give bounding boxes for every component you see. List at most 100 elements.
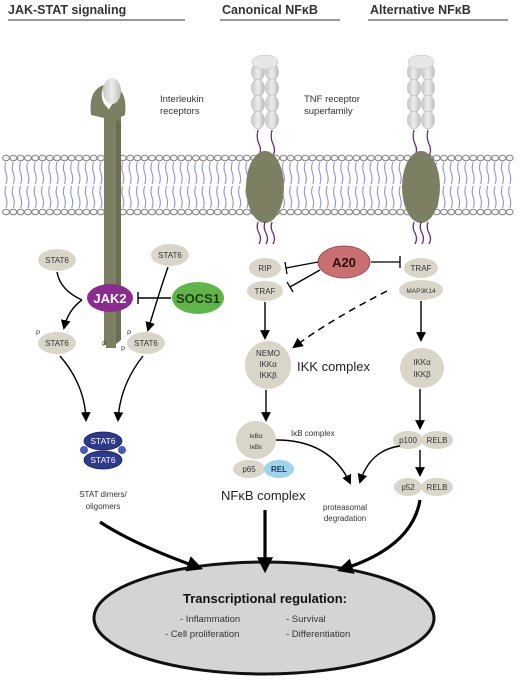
lipid-tail xyxy=(376,185,380,209)
tnfr-extracellular-domain xyxy=(265,94,279,114)
lipid-tail xyxy=(442,185,446,209)
lipid-tail xyxy=(398,161,402,185)
lipid-tail xyxy=(493,161,497,185)
lipid-head xyxy=(374,208,383,216)
tnfr-extracellular-domain xyxy=(265,110,279,130)
lipid-head xyxy=(97,154,105,162)
lipid-head xyxy=(221,208,229,216)
lipid-tail xyxy=(70,161,74,185)
arrow-p100-to-degradation xyxy=(357,445,401,484)
p65-node xyxy=(233,460,265,478)
lipid-head xyxy=(67,208,76,216)
stat-dimer-label-1: STAT dimers/ xyxy=(79,490,127,499)
lipid-tail xyxy=(194,161,198,185)
arrow-ikb-to-degradation xyxy=(275,439,352,485)
lipid-head xyxy=(447,208,456,216)
lipid-tail xyxy=(33,185,37,209)
stat-dimer-bottom-label: STAT6 xyxy=(90,455,115,465)
lipid-head xyxy=(389,154,397,162)
lipid-head xyxy=(308,208,317,216)
lipid-head xyxy=(162,208,171,216)
stat-dimer-p-right xyxy=(118,446,126,454)
interleukin-label-2: receptors xyxy=(160,106,200,117)
lipid-tail xyxy=(121,185,125,209)
tnfr-extracellular-domain xyxy=(407,110,421,130)
lipid-head xyxy=(374,154,383,162)
lipid-tail xyxy=(369,185,373,209)
cell-membrane xyxy=(2,154,514,216)
ikk-complex-label: IKK complex xyxy=(297,359,370,374)
lipid-tail xyxy=(449,185,453,209)
lipid-head xyxy=(491,154,499,162)
lipid-head xyxy=(38,154,47,162)
lipid-tail xyxy=(369,161,373,185)
lipid-head xyxy=(170,154,178,162)
lipid-tail xyxy=(398,185,402,209)
ikb-complex-node xyxy=(236,421,276,459)
lipid-tail xyxy=(48,161,52,185)
stat-dimer-label-2: oligomers xyxy=(86,502,121,511)
jak2-node xyxy=(87,284,133,312)
lipid-tail xyxy=(289,185,293,209)
pstat6-right-label: STAT6 xyxy=(134,339,158,348)
lipid-tail xyxy=(493,185,497,209)
lipid-tail xyxy=(201,161,205,185)
lipid-tail xyxy=(384,161,388,185)
lipid-tail xyxy=(19,185,23,209)
lipid-head xyxy=(381,208,390,216)
lipid-tail xyxy=(208,161,212,185)
lipid-head xyxy=(170,208,178,216)
lipid-tail xyxy=(48,185,52,209)
tnf-receptor-canonical xyxy=(246,54,284,245)
traf-alternative-label: TRAF xyxy=(411,264,432,273)
tnfr-intracellular-tail xyxy=(419,221,425,245)
lipid-tail xyxy=(128,161,132,185)
lipid-head xyxy=(162,154,171,162)
lipid-head xyxy=(498,154,507,162)
pstat6-node-left xyxy=(38,332,76,354)
socs1-label: SOCS1 xyxy=(176,291,220,306)
crosstalk-dashed-arrow xyxy=(292,290,388,349)
lipid-tail xyxy=(4,185,8,209)
lipid-tail xyxy=(99,161,103,185)
degradation-label-1: proteasomal xyxy=(323,503,367,512)
lipid-head xyxy=(97,208,105,216)
lipid-tail xyxy=(70,185,74,209)
lipid-head xyxy=(140,208,149,216)
arrow-to-dimer-right xyxy=(113,355,144,422)
receptor-phospho-p1: P xyxy=(102,341,106,348)
lipid-tail xyxy=(77,185,81,209)
lipid-tail xyxy=(216,185,220,209)
lipid-tail xyxy=(500,185,504,209)
tnfr-extracellular-domain xyxy=(251,94,265,114)
traf-canonical-label: TRAF xyxy=(255,287,276,296)
lipid-head xyxy=(323,154,332,162)
lipid-head xyxy=(483,154,492,162)
lipid-tail xyxy=(289,161,293,185)
lipid-head xyxy=(206,208,215,216)
stat6-left-label: STAT6 xyxy=(45,256,69,265)
lipid-tail xyxy=(318,185,322,209)
rip-label: RIP xyxy=(258,264,271,273)
lipid-head xyxy=(447,154,456,162)
tnfr-intracellular-tail xyxy=(270,221,276,245)
lipid-tail xyxy=(296,161,300,185)
lipid-head xyxy=(352,208,361,216)
lipid-tail xyxy=(230,185,234,209)
lipid-head xyxy=(89,208,98,216)
lipid-tail xyxy=(223,161,227,185)
lipid-tail xyxy=(230,161,234,185)
lipid-tail xyxy=(508,161,512,185)
arrow-jak-left-b xyxy=(60,299,83,330)
arrows-to-nucleus xyxy=(99,499,422,574)
lipid-head xyxy=(31,154,40,162)
stat6-node-left xyxy=(38,249,76,271)
lipid-tail xyxy=(62,161,66,185)
lipid-head xyxy=(381,154,390,162)
lipid-tail xyxy=(376,161,380,185)
lipid-head xyxy=(38,208,47,216)
lipid-tail xyxy=(478,161,483,185)
tnf-label-2: superfamily xyxy=(304,106,353,117)
lipid-head xyxy=(60,208,69,216)
